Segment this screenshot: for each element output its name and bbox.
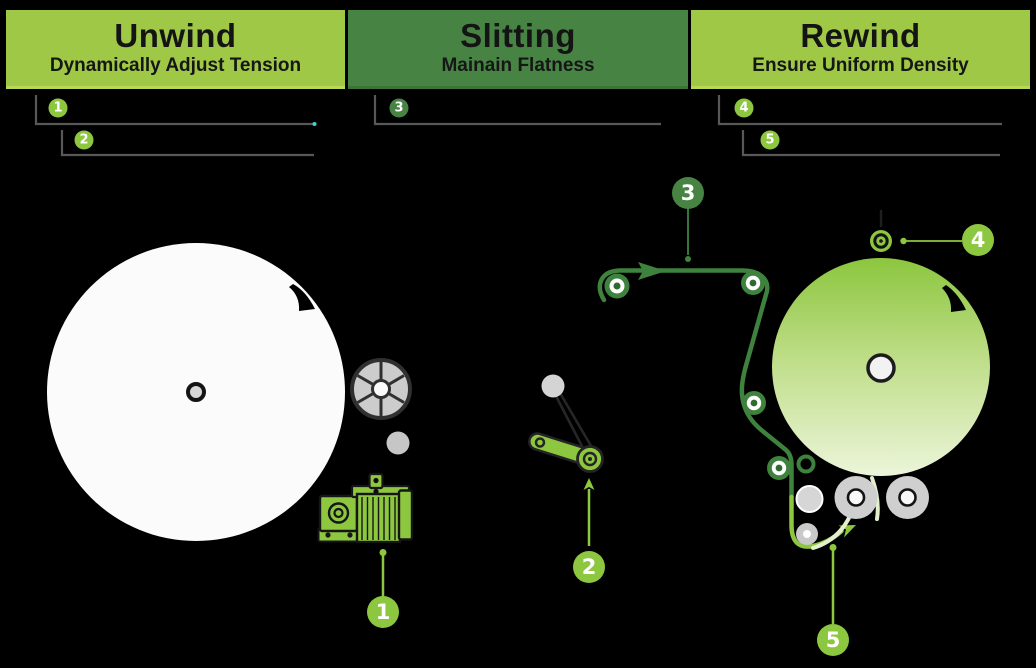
slitting-subtitle: Mainain Flatness bbox=[441, 54, 595, 76]
legend-bracket-2 bbox=[60, 130, 314, 157]
callout-2-arrowhead bbox=[583, 478, 595, 490]
layon-drum-left bbox=[834, 476, 878, 519]
idler-roller-left bbox=[604, 273, 630, 299]
rewind-subtitle: Ensure Uniform Density bbox=[752, 54, 969, 76]
nip-roller-small-top bbox=[795, 485, 824, 513]
rewind-roll-hub bbox=[866, 353, 896, 383]
drive-motor-icon bbox=[317, 472, 414, 544]
legend-bracket-4 bbox=[717, 95, 1002, 126]
legend-bracket-3 bbox=[373, 95, 661, 126]
bracket-end-dot bbox=[312, 122, 317, 126]
legend-badge-1: 1 bbox=[48, 98, 68, 118]
unwind-title: Unwind bbox=[114, 17, 237, 55]
unwind-roll-notch bbox=[289, 284, 315, 311]
web-tail-arrowhead bbox=[838, 525, 856, 538]
section-header-rewind: Rewind Ensure Uniform Density bbox=[691, 10, 1030, 89]
guide-roller-upper bbox=[742, 391, 766, 415]
callout-badge-4: 4 bbox=[962, 224, 994, 256]
dancer-roller bbox=[576, 445, 604, 473]
legend-bracket-5 bbox=[741, 130, 1000, 157]
idler-roller-right bbox=[741, 271, 765, 295]
rewind-title: Rewind bbox=[800, 17, 921, 55]
callout-line-1 bbox=[379, 549, 387, 597]
section-header-slitting: Slitting Mainain Flatness bbox=[348, 10, 688, 89]
legend-badge-4: 4 bbox=[734, 98, 754, 118]
dancer-assembly bbox=[528, 374, 604, 473]
callout-line-3 bbox=[685, 208, 691, 262]
legend-badge-5: 5 bbox=[760, 130, 780, 150]
dancer-pivot-ball bbox=[541, 374, 565, 398]
callout-line-4 bbox=[900, 237, 962, 245]
rewind-roll bbox=[772, 258, 990, 476]
layon-drum-right bbox=[886, 476, 929, 519]
unwind-roll-hub bbox=[186, 382, 206, 402]
handwheel-icon bbox=[350, 358, 412, 420]
web-path bbox=[597, 268, 794, 500]
web-direction-arrow bbox=[638, 262, 666, 280]
legend-badge-3: 3 bbox=[389, 98, 409, 118]
section-header-unwind: Unwind Dynamically Adjust Tension bbox=[6, 10, 345, 89]
rewind-roll-notch bbox=[942, 285, 966, 312]
slitting-title: Slitting bbox=[460, 17, 576, 55]
callout-badge-3: 3 bbox=[672, 177, 704, 209]
density-sensor-roller bbox=[870, 210, 892, 252]
callout-badge-1: 1 bbox=[367, 596, 399, 628]
legend-badge-2: 2 bbox=[74, 130, 94, 150]
unwind-roll bbox=[47, 243, 345, 541]
guide-ball bbox=[386, 431, 410, 455]
callout-line-2 bbox=[583, 478, 595, 546]
legend-bracket-1 bbox=[34, 95, 314, 126]
callout-badge-2: 2 bbox=[573, 551, 605, 583]
callout-line-5 bbox=[829, 544, 837, 624]
unwind-subtitle: Dynamically Adjust Tension bbox=[49, 54, 302, 76]
nip-roller-cluster bbox=[795, 476, 929, 545]
legend-brackets bbox=[34, 95, 1002, 157]
guide-roller-lower bbox=[767, 456, 791, 480]
callout-badge-5: 5 bbox=[817, 624, 849, 656]
slit-ring bbox=[796, 454, 816, 474]
